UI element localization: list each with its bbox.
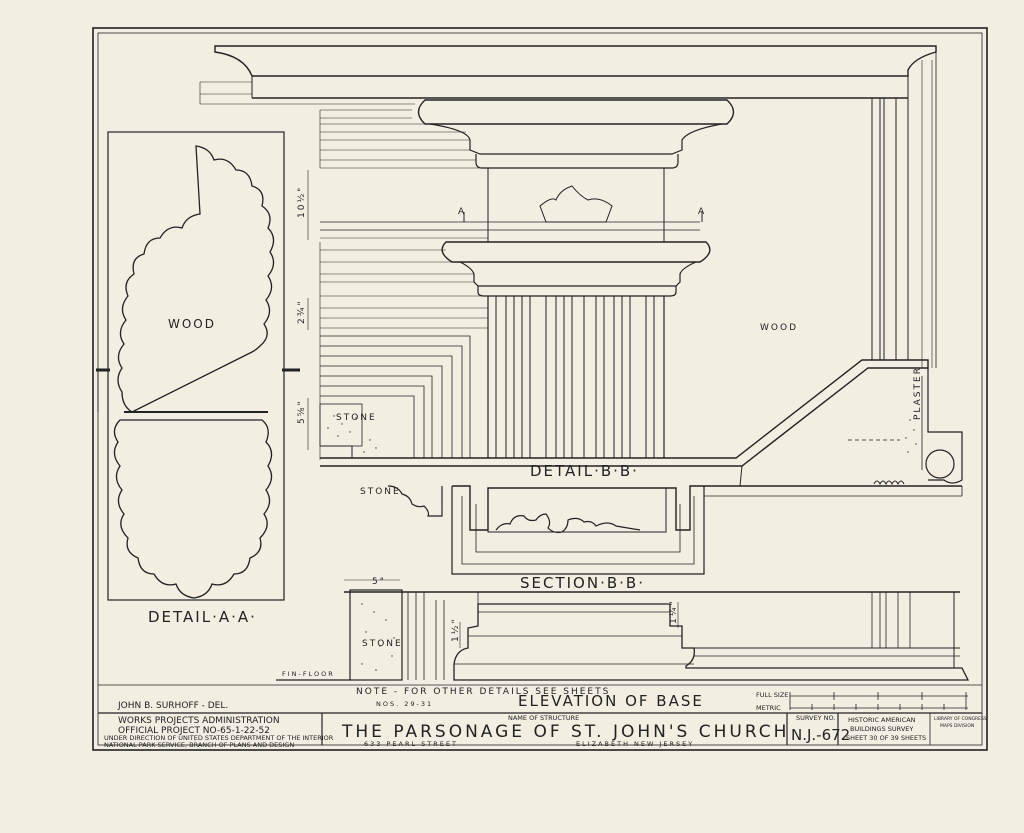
detail-bb-band [320,359,929,467]
elevation-title: ELEVATION OF BASE [518,692,704,710]
wood-label: WOOD [760,323,798,333]
outer-border [92,27,988,751]
nested-corner-lines [320,335,471,458]
scale-metric: METRIC [756,704,781,712]
dim-3: 5⅝" [297,399,307,424]
dim-5: 1½" [451,617,461,642]
habs-line-1: HISTORIC AMERICAN [848,716,916,724]
upper-capital [417,99,735,125]
detail-aa-scalloped-outline [117,145,275,413]
habs-line-2: BUILDINGS SURVEY [850,725,913,733]
dim-6: 1¼" [669,599,679,624]
dim-4: 5" [372,577,386,587]
crown-ornament [539,185,613,223]
wood-label-aa: WOOD [168,317,216,331]
sheet-number: SHEET 30 OF 39 SHEETS [846,734,926,742]
street: 633 PEARL STREET [364,740,458,748]
note-line-1: NOTE - FOR OTHER DETAILS SEE SHEETS [356,687,610,697]
detail-aa-scalloped-outline-lower [113,419,273,599]
under-direction-2: NATIONAL PARK SERVICE, BRANCH OF PLANS A… [104,741,294,749]
stone-stipple-1 [327,415,377,453]
scale-full-size: FULL SIZE [756,691,788,699]
detail-bb-title: DETAIL·B·B· [530,462,639,480]
inner-border [97,32,983,746]
fluted-column-shaft [487,296,665,458]
right-pilaster [871,52,937,368]
stone-label-2: STONE [360,487,401,497]
official-project: OFFICIAL PROJECT NO-65-1-22-52 [118,726,270,736]
library-line-2: MAPS DIVISION [940,723,974,729]
wpa-title: WORKS PROJECTS ADMINISTRATION [118,716,280,726]
structure-name: THE PARSONAGE OF ST. JOHN'S CHURCH [341,722,789,742]
name-caption: NAME OF STRUCTURE [508,714,579,722]
city: ELIZABETH NEW JERSEY [576,740,694,748]
stone-label-1: STONE [336,413,377,423]
under-direction-1: UNDER DIRECTION OF UNITED STATES DEPARTM… [104,734,334,742]
detail-aa-frame [107,131,285,601]
scale-bar [789,692,968,710]
top-cornice [214,45,937,77]
note-line-2: NOS. 29-31 [376,700,433,708]
survey-number: N.J.-672 [791,726,850,744]
dim-2: 2¾" [297,299,307,324]
delineator: JOHN B. SURHOFF - DEL. [117,701,228,711]
detail-aa-title: DETAIL·A·A· [148,608,257,626]
plaster-stipple [905,419,917,453]
section-mark-a-right: A [698,207,706,217]
plaster-label: PLASTER [913,366,923,420]
fin-floor-label: FIN-FLOOR [282,670,335,678]
library-line-1: LIBRARY OF CONGRESS [934,716,987,722]
dim-1: 10½" [297,186,307,218]
base-elevation [453,603,970,681]
lower-capital [441,241,711,263]
section-bb-title: SECTION·B·B· [520,574,645,592]
stone-stipple-2 [361,603,395,671]
section-bb-profile [452,485,962,531]
stone-label-3: STONE [362,639,403,649]
moulding-profile [495,513,641,534]
survey-caption: SURVEY NO. [796,714,835,722]
section-mark-a-left: A [458,207,466,217]
